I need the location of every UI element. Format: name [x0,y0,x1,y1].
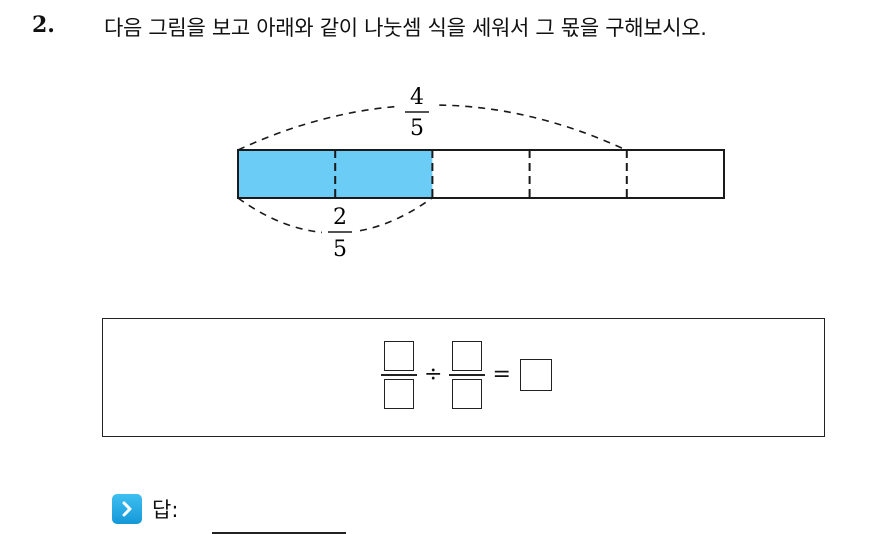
dividend-numerator-blank[interactable] [384,341,414,371]
question-text: 다음 그림을 보고 아래와 같이 나눗셈 식을 세워서 그 몫을 구해보시오. [104,16,707,40]
top-fraction-numerator: 4 [410,85,424,110]
divide-symbol: ÷ [424,361,443,387]
bottom-fraction-numerator: 2 [333,205,347,230]
equals-symbol: = [492,361,511,387]
question-number: 2. [32,12,55,38]
divisor-numerator-blank[interactable] [452,341,483,371]
quotient-blank[interactable] [519,358,552,391]
equation-box: ÷ = [102,318,825,437]
chevron-right-icon [112,494,142,524]
answer-input-line[interactable] [212,532,346,534]
divisor-fraction [449,341,486,409]
divisor-fraction-bar [449,374,486,376]
answer-label: 답: [152,498,179,522]
dividend-fraction [381,341,417,409]
fraction-bar-diagram: 4 5 2 5 [237,84,725,262]
dividend-denominator-blank[interactable] [384,378,414,409]
answer-row: 답: [112,494,178,524]
divisor-denominator-blank[interactable] [452,378,483,409]
bottom-fraction-denominator: 5 [333,237,347,262]
top-fraction-denominator: 5 [410,116,424,141]
dividend-fraction-bar [381,374,417,376]
bar-dividers [334,150,628,198]
bar-outline [237,149,725,199]
division-equation: ÷ = [381,341,552,409]
